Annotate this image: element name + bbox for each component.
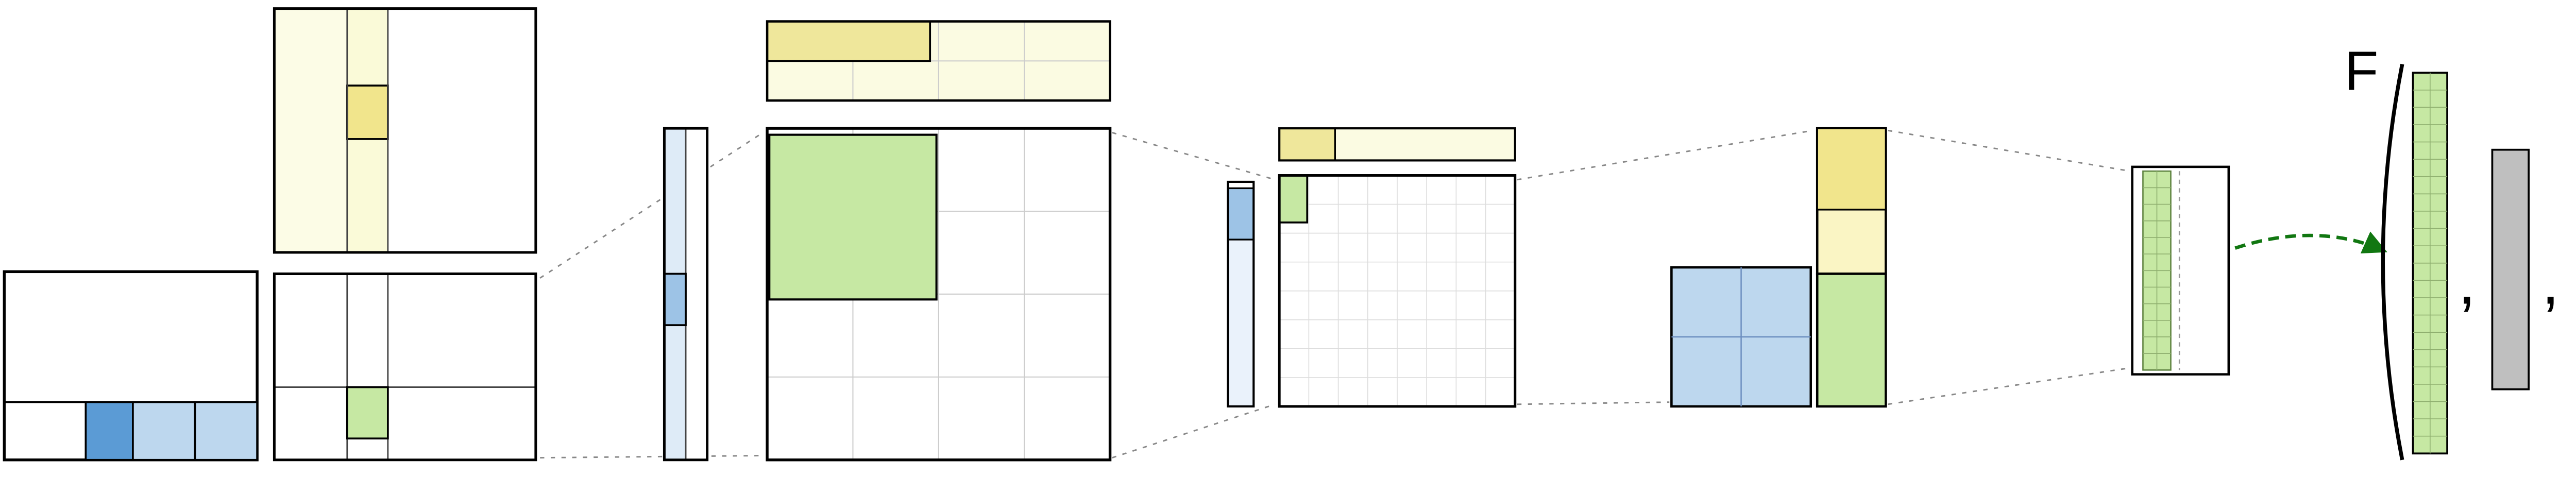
zoom-line-f (1517, 401, 1670, 405)
zoom-line-g (1888, 129, 2130, 172)
matrix-bottom-fill (274, 274, 536, 460)
zoom-line-d (1112, 403, 1276, 459)
result-outer (2131, 165, 2230, 376)
matrix-top-left-column (274, 8, 347, 252)
matrix-large-green-block (768, 133, 938, 301)
diagram-layer: F,,⋯ (3, 7, 2576, 462)
comma-2: , (2541, 246, 2560, 318)
matrix-top-yellow-block (346, 84, 389, 140)
vector-mid-blue-block (663, 272, 687, 327)
matrix-mid-green-block (1278, 174, 1309, 224)
matrix-large-outer (766, 127, 1112, 462)
zoom-line-e (1517, 129, 1814, 181)
matrix-mid-outer (1278, 174, 1517, 408)
row-strip-outer (766, 20, 1111, 102)
comma-1: , (2458, 246, 2476, 318)
arg-gray-bar (2491, 148, 2530, 390)
matrix-top-outer (273, 7, 537, 254)
vector-left-cell-pale-2 (194, 401, 259, 461)
vector-small-blue-block (1227, 187, 1255, 241)
vector-left-cell-blue (84, 401, 134, 461)
paren-open (2381, 63, 2404, 461)
function-label: F (2344, 39, 2378, 101)
green-arrow (2234, 231, 2387, 253)
zoom-line-a (539, 132, 764, 279)
row-strip-small-yellow (1278, 127, 1336, 162)
zoom-line-b (540, 455, 763, 459)
vector-left-cell-pale-1 (132, 401, 196, 461)
row-strip-yellow-bar (766, 20, 931, 62)
matrix-bottom-outer (273, 272, 537, 462)
block-yellow-top (1816, 127, 1887, 211)
vector-small-outer (1227, 180, 1255, 408)
vector-small-pale (1228, 240, 1254, 406)
matrix-bottom-green-block (346, 386, 389, 440)
row-strip-small-outer (1278, 127, 1516, 162)
block-green (1816, 272, 1887, 408)
zoom-line-h (1888, 367, 2130, 405)
vector-mid-outer (663, 127, 709, 462)
ellipsis: ⋯ (2571, 220, 2576, 292)
zoom-line-c (1112, 132, 1276, 181)
